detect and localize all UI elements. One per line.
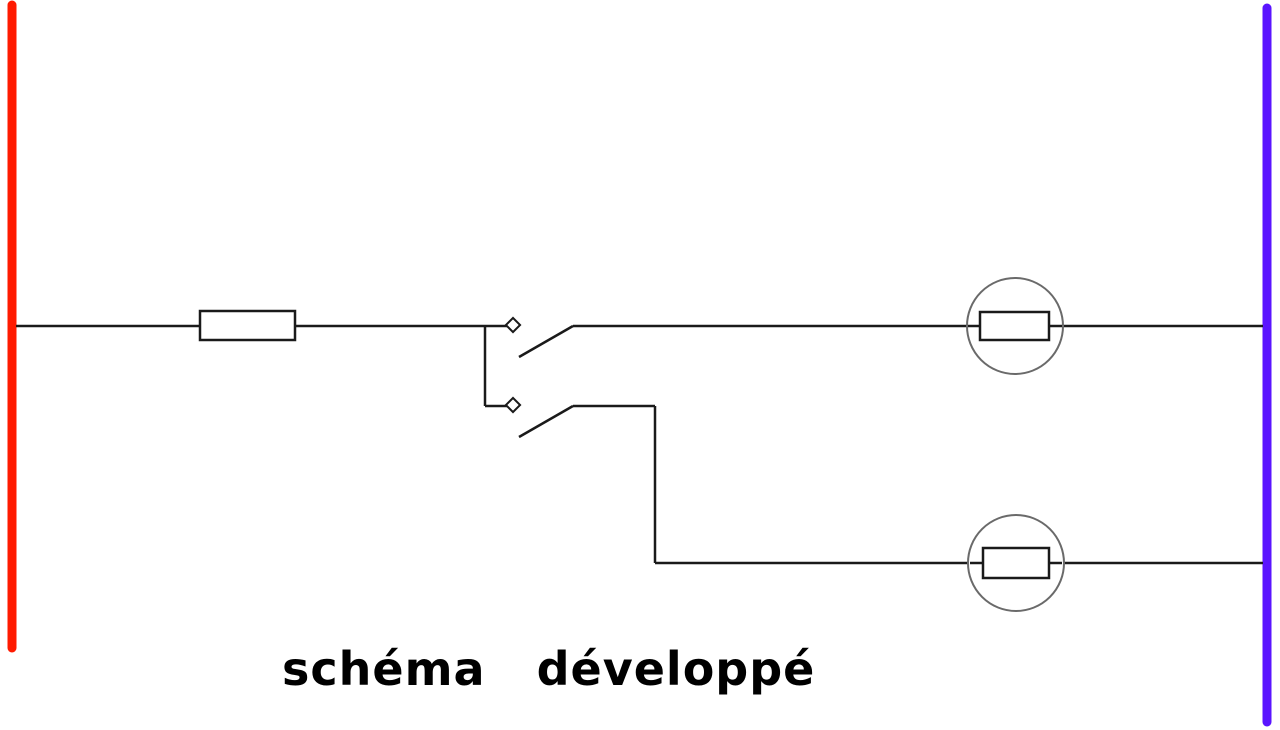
wiring [16, 324, 1263, 565]
fuse-symbol [198, 309, 297, 342]
switch-1-blade [518, 324, 574, 359]
switch-2-terminal [504, 396, 522, 414]
lamp-1-element [978, 310, 1051, 342]
lamp-1 [966, 277, 1064, 375]
switch-1 [504, 316, 574, 359]
switch-2-blade [518, 404, 574, 439]
diagram-caption: schéma développé [282, 642, 816, 696]
lamp-2 [967, 514, 1065, 612]
lamp-2-element [981, 546, 1051, 580]
switch-1-terminal [504, 316, 522, 334]
switch-2 [504, 396, 574, 439]
